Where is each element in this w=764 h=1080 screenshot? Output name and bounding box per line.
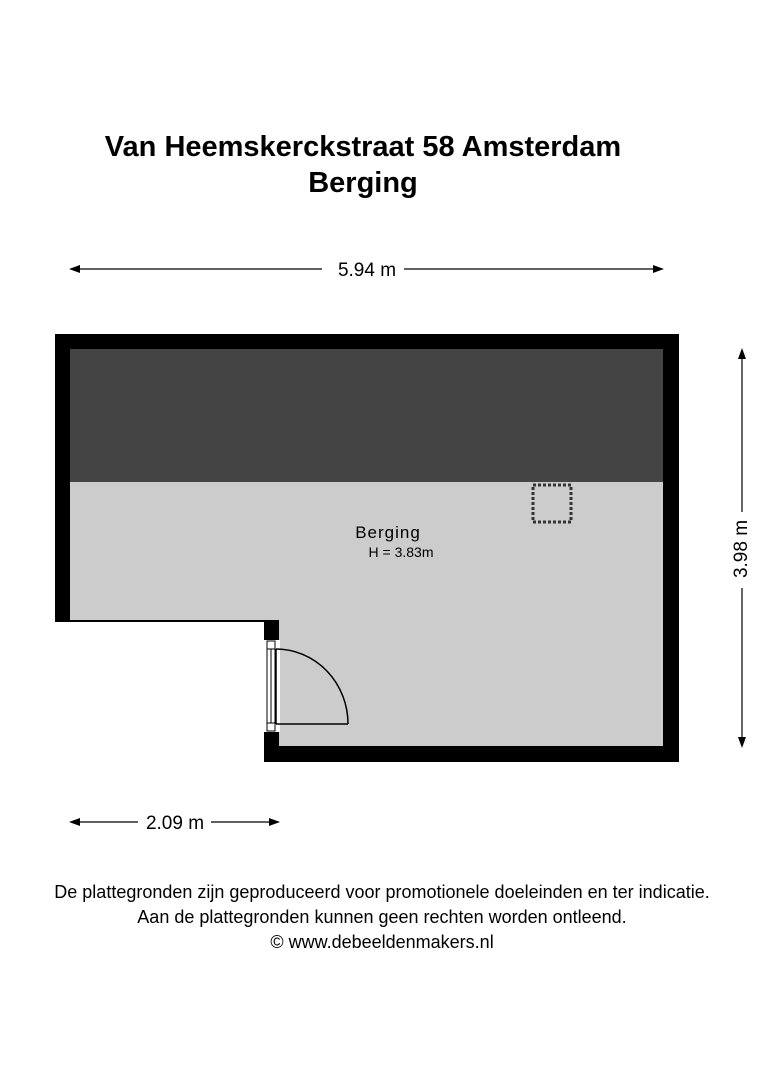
arrow-left-icon <box>69 265 80 273</box>
dimension-depth: 3.98 m <box>731 348 752 748</box>
dimension-partial-width-label: 2.09 m <box>146 813 204 834</box>
dimension-width-label: 5.94 m <box>338 260 396 281</box>
door-swing <box>275 648 349 725</box>
page-title: Van Heemskerckstraat 58 Amsterdam <box>104 131 622 163</box>
arrow-right-icon <box>653 265 664 273</box>
arrow-left-icon <box>69 818 80 826</box>
dimension-width: 5.94 m <box>69 260 664 281</box>
copyright-line: © www.debeeldenmakers.nl <box>270 932 494 952</box>
roof-hatch <box>531 483 573 524</box>
room-height: H = 3.83m <box>369 544 434 560</box>
room-name: Berging <box>355 523 421 542</box>
dimension-partial-width: 2.09 m <box>69 813 280 834</box>
arrow-down-icon <box>738 737 746 748</box>
page-subtitle: Berging <box>308 167 418 199</box>
door-frame <box>266 640 276 732</box>
disclaimer-line-1: De plattegronden zijn geproduceerd voor … <box>54 882 710 902</box>
disclaimer: De plattegronden zijn geproduceerd voor … <box>0 880 764 955</box>
disclaimer-line-2: Aan de plattegronden kunnen geen rechten… <box>137 907 627 927</box>
dimension-depth-label: 3.98 m <box>731 520 752 578</box>
arrow-right-icon <box>269 818 280 826</box>
arrow-up-icon <box>738 348 746 359</box>
sloped-ceiling-area <box>70 349 663 482</box>
